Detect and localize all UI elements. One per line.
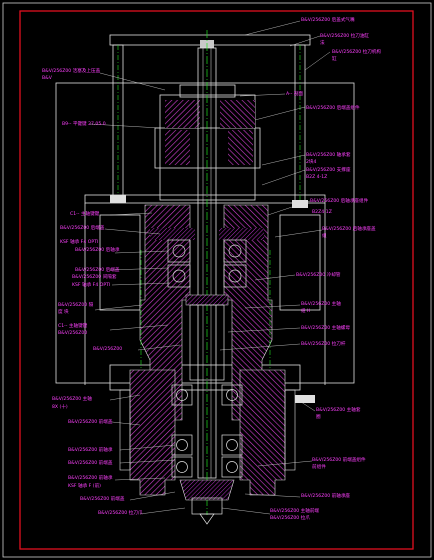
annotation-labels: B&V/256Z00 后盖式气嘴 B&V/256Z00 拉刀油缸 法 B&V/2… — [42, 16, 381, 521]
annotation-L8b: B&V/256Z00 — [58, 330, 87, 336]
housing-outline — [55, 82, 355, 391]
annotation-a10: B&V/256Z00 冷却管 — [296, 271, 341, 278]
annotation-a5: B&V/256Z00 后端盖组件 — [306, 104, 360, 111]
spindle-nose — [179, 479, 235, 525]
annotation-a11b: 组 H — [301, 307, 311, 314]
annotation-L5: B&V/256Z00 后轴承 — [75, 246, 120, 253]
annotation-L4: B&V/256Z00 后端盖 — [60, 224, 105, 231]
annotation-L3: C1-- 主轴键键 — [70, 210, 100, 217]
annotation-a9: B&V/256Z00 后轴承座盖 — [322, 225, 376, 232]
annotation-a9b: 组 — [322, 232, 327, 239]
annotation-L13: B&V/256Z00 前轴承 — [68, 474, 113, 481]
front-housing — [119, 369, 315, 496]
annotation-a18: B&V/256Z00 拉爪 — [270, 514, 310, 521]
annotation-a7b: B2Z 4-1Z — [306, 174, 327, 180]
annotation-L9: B&V/256Z00 — [93, 346, 122, 352]
annotation-L6b: KSF 轴承 F4 OPTI — [72, 281, 110, 288]
front-bearings — [171, 384, 243, 478]
leader-lines — [89, 20, 331, 515]
annotation-L14: B&V/256Z00 前端盖 — [80, 495, 125, 502]
annotation-L6: B&V/256Z00 间隔套 — [72, 273, 117, 280]
annotation-L1b: B&V — [42, 75, 53, 81]
annotation-L12: B&V/256Z00 前轴承 — [68, 446, 113, 453]
annotation-a4: A-- 剖面 — [286, 90, 303, 97]
annotation-L7: B&V/256Z00 隔 — [58, 301, 94, 308]
annotation-a14: B&V/256Z00 主轴套 — [316, 406, 361, 413]
annotation-L7b: 度 块 — [58, 308, 69, 315]
annotation-a2b: 法 — [320, 39, 325, 46]
annotation-a6b: 2块4 — [306, 158, 317, 165]
annotation-L10b: 8X (十) — [52, 403, 68, 410]
annotation-L12b: B&V/256Z00 前端盖 — [68, 459, 113, 466]
annotation-L2: B9-- 平键键 27.05.0 — [62, 120, 106, 127]
annotation-a12: B&V/256Z00 主轴螺母 — [301, 324, 350, 331]
top-plate-and-rods — [109, 34, 311, 208]
annotation-L10: B&V/256Z00 主轴 — [52, 395, 92, 402]
annotation-a15b: 前组件 — [312, 463, 326, 470]
annotation-a8: B&V/256Z00 后轴承座组件 — [310, 197, 369, 204]
annotation-a11: B&V/256Z00 主轴 — [301, 300, 341, 307]
annotation-a1: B&V/256Z00 后盖式气嘴 — [301, 16, 355, 23]
annotation-L4b: KSF 轴承 F4 OPTI — [60, 238, 98, 245]
drawbar-cylinder — [154, 84, 261, 201]
annotation-L1: B&V/256Z00 活塞及上压盖 — [42, 67, 101, 74]
annotation-a17: B&V/256Z00 主轴前端 — [270, 507, 319, 514]
annotation-L11: B&V/256Z00 前端盖 — [68, 418, 113, 425]
annotation-a3b: 缸 — [332, 55, 337, 62]
annotation-a13: B&V/256Z00 拉刀杆 — [301, 340, 346, 347]
annotation-a14b: 圈 — [316, 414, 321, 420]
annotation-a7: B&V/256Z00 支撑座 — [306, 166, 351, 173]
spindle-housing — [139, 204, 273, 421]
annotation-a8b: B2Z4-1Z — [312, 209, 332, 215]
annotation-a3: B&V/256Z00 拉刀机构 — [332, 48, 381, 55]
annotation-a16: B&V/256Z00 前轴承座 — [301, 492, 350, 499]
annotation-a2: B&V/256Z00 拉刀油缸 — [320, 32, 369, 39]
drawbar — [197, 30, 217, 515]
annotation-L8: C1-- 主轴键键 — [58, 322, 88, 329]
annotation-a6: B&V/256Z00 轴承套 — [306, 151, 351, 158]
annotation-a15: B&V/256Z00 前端盖组件 — [312, 456, 366, 463]
annotation-L15: B&V/256Z00 拉刀爪 — [98, 509, 143, 516]
annotation-L5b: B&V/256Z00 后端盖 — [75, 266, 120, 273]
drawing-border — [19, 10, 414, 550]
annotation-L13b: KSF 轴承 F (前) — [68, 482, 101, 489]
